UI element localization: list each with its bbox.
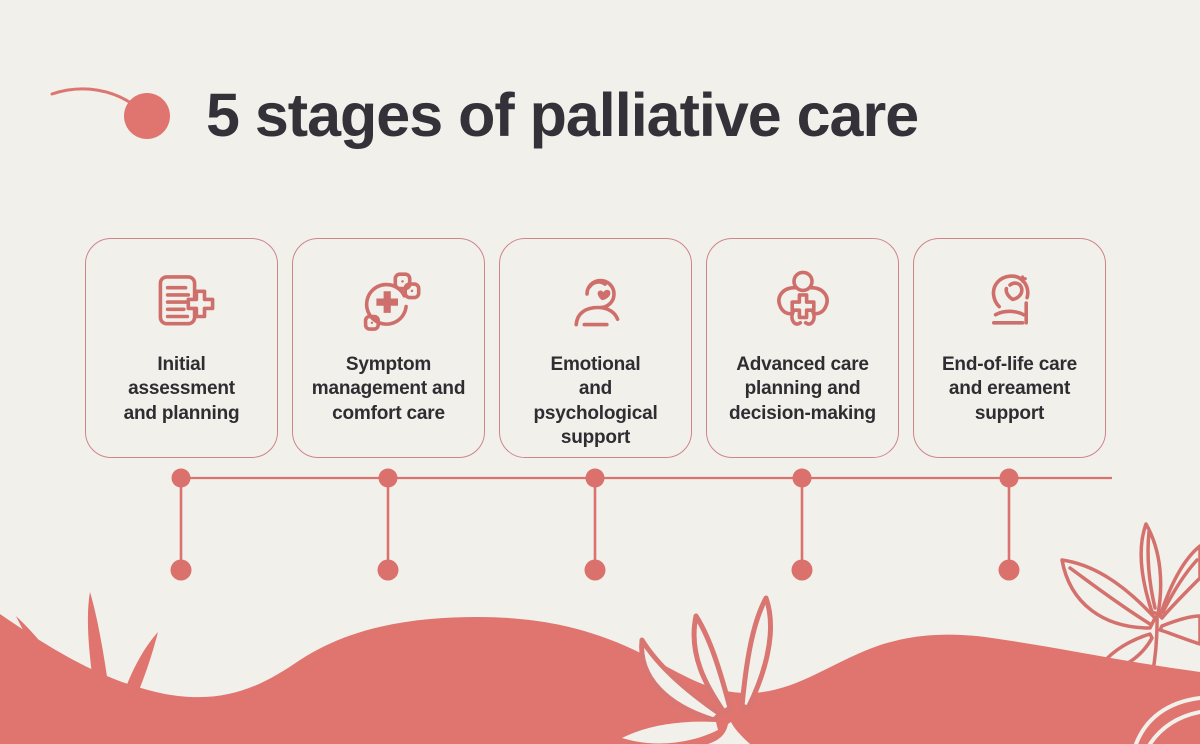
flower-cluster-icon: [622, 595, 774, 744]
caregiver-cross-icon: [776, 270, 829, 326]
stage-label-1: Initial assessment and planning: [123, 354, 240, 424]
stage-label-5: End-of-life care and ereament support: [941, 354, 1078, 424]
outline-leaves-icon: [1134, 696, 1200, 744]
page-title: 5 stages of palliative care: [206, 81, 919, 149]
stage-label-4: Advanced care planning and decision-maki…: [729, 354, 876, 424]
elderly-person-care-icon: [991, 274, 1030, 325]
timeline: [170, 468, 1112, 581]
stage-card-4: Advanced care planning and decision-maki…: [706, 238, 899, 458]
timeline-node-1: [170, 468, 192, 581]
stages-row: Initial assessment and planning Symptom …: [85, 238, 1106, 458]
header-swoosh-dot-icon: [50, 87, 170, 139]
stage-label-3: Emotional and psychological support: [533, 354, 658, 448]
timeline-node-3: [584, 468, 606, 581]
stage-card-3: Emotional and psychological support: [499, 238, 692, 458]
timeline-node-2: [377, 468, 399, 581]
medical-report-plus-icon: [158, 275, 214, 326]
timeline-node-5: [998, 468, 1020, 581]
coral-hills-shape: [0, 614, 1200, 744]
stage-card-2: Symptom management and comfort care: [292, 238, 485, 458]
stage-label-2: Symptom management and comfort care: [311, 354, 466, 424]
bottom-decoration: [0, 522, 1200, 744]
stage-card-1: Initial assessment and planning: [85, 238, 278, 458]
leaf-branch-icon: [1060, 522, 1200, 744]
medication-pills-icon: [363, 272, 420, 331]
timeline-node-4: [791, 468, 813, 581]
stage-card-5: End-of-life care and ereament support: [913, 238, 1106, 458]
person-emotional-support-icon: [573, 278, 619, 327]
petal-fan-icon: [0, 592, 192, 744]
